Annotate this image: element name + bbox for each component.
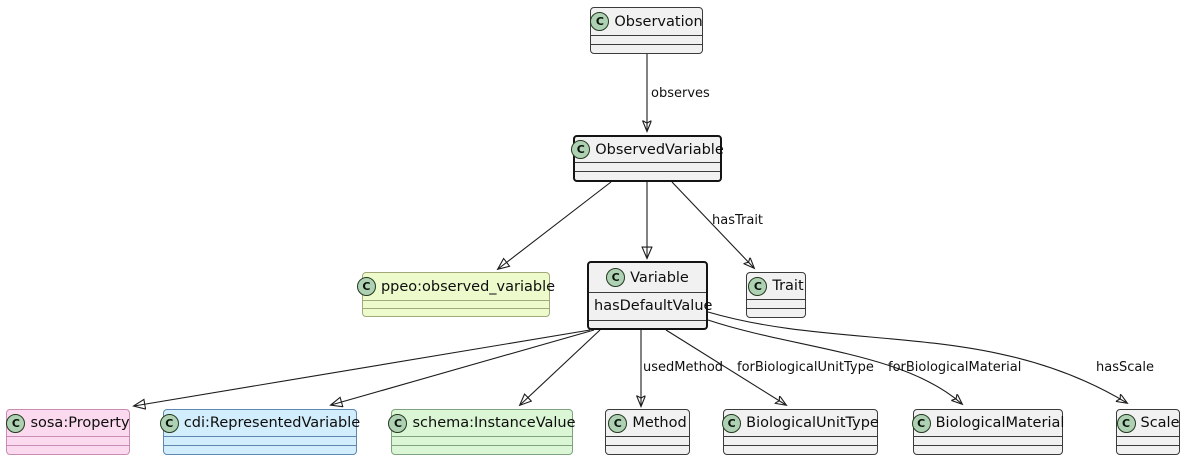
class-icon: C	[911, 413, 931, 433]
class-schema-title: C schema:InstanceValue	[388, 410, 576, 436]
class-icon: C	[571, 140, 591, 159]
class-ppeo-title: C ppeo:observed_variable	[356, 273, 555, 300]
class-schema-instancevalue[interactable]: C schema:InstanceValue	[388, 409, 576, 455]
methods-compartment	[363, 308, 549, 316]
methods-compartment	[1117, 445, 1179, 454]
edge-generalization-observedvariable-ppeo	[498, 181, 612, 269]
class-icon: C	[590, 12, 610, 31]
fields-compartment	[747, 299, 805, 308]
edge-forbiologicalunittype	[665, 329, 786, 405]
class-biologicalmaterial[interactable]: C BiologicalMaterial	[911, 409, 1065, 455]
class-observedvariable[interactable]: C ObservedVariable	[571, 135, 724, 182]
edge-label-forbiologicalmaterial: forBiologicalMaterial	[888, 360, 1022, 375]
class-observation-title: C Observation	[590, 8, 703, 35]
fields-compartment	[392, 436, 572, 445]
fields-compartment	[606, 436, 689, 445]
fields-compartment	[363, 300, 549, 308]
fields-compartment	[914, 436, 1062, 445]
fields-compartment	[164, 436, 356, 445]
class-biologicalmaterial-title: C BiologicalMaterial	[911, 410, 1065, 436]
edge-generalization-variable-schema	[520, 329, 601, 405]
edge-label-forbiologicalunittype: forBiologicalUnitType	[737, 360, 874, 375]
class-sosa-title: C sosa:Property	[6, 410, 130, 436]
fields-compartment	[591, 35, 702, 44]
methods-compartment	[392, 445, 572, 454]
class-observedvariable-label: ObservedVariable	[595, 141, 724, 158]
class-scale-title: C Scale	[1116, 410, 1180, 436]
methods-compartment	[589, 320, 706, 328]
methods-compartment	[575, 171, 720, 180]
class-sosa-label: sosa:Property	[30, 415, 130, 431]
class-icon: C	[606, 268, 626, 287]
edge-forbiologicalmaterial	[707, 319, 962, 404]
class-variable-label: Variable	[630, 269, 689, 286]
fields-compartment	[724, 436, 877, 445]
edge-label-hastrait: hasTrait	[712, 213, 764, 228]
class-cdi-title: C cdi:RepresentedVariable	[159, 410, 360, 436]
class-sosa-property[interactable]: C sosa:Property	[6, 409, 130, 455]
class-variable-title: C Variable	[589, 263, 706, 292]
edge-generalization-variable-sosa	[134, 329, 591, 406]
class-trait-label: Trait	[772, 278, 804, 294]
fields-compartment	[1117, 436, 1179, 445]
class-icon: C	[722, 413, 742, 433]
class-icon: C	[388, 413, 408, 433]
class-biologicalunittype[interactable]: C BiologicalUnitType	[722, 409, 879, 455]
methods-compartment	[724, 445, 877, 454]
class-variable[interactable]: C Variable hasDefaultValue	[587, 261, 712, 330]
class-icon: C	[356, 277, 376, 296]
edge-generalization-variable-cdi	[331, 329, 595, 405]
class-method-title: C Method	[606, 410, 689, 436]
class-icon: C	[159, 413, 179, 433]
methods-compartment	[164, 445, 356, 454]
class-trait[interactable]: C Trait	[746, 272, 806, 318]
edge-label-hasscale: hasScale	[1096, 360, 1154, 375]
class-biologicalmaterial-label: BiologicalMaterial	[935, 415, 1065, 431]
class-icon: C	[1116, 413, 1136, 433]
edge-label-observes: observes	[651, 86, 710, 101]
class-observation[interactable]: C Observation	[590, 7, 703, 54]
methods-compartment	[747, 308, 805, 317]
methods-compartment	[591, 44, 702, 53]
class-method-label: Method	[632, 415, 687, 431]
class-variable-attribute: hasDefaultValue	[589, 292, 712, 320]
methods-compartment	[7, 445, 129, 454]
class-biologicalunittype-title: C BiologicalUnitType	[722, 410, 879, 436]
methods-compartment	[606, 445, 689, 454]
class-biologicalunittype-label: BiologicalUnitType	[746, 415, 879, 431]
class-schema-label: schema:InstanceValue	[412, 415, 576, 431]
class-scale-label: Scale	[1140, 415, 1180, 431]
edge-hastrait	[671, 181, 754, 268]
methods-compartment	[914, 445, 1062, 454]
class-observedvariable-title: C ObservedVariable	[571, 137, 724, 162]
class-icon: C	[748, 276, 768, 296]
class-trait-title: C Trait	[747, 273, 805, 299]
class-ppeo-observed-variable[interactable]: C ppeo:observed_variable	[356, 272, 555, 317]
class-observation-label: Observation	[614, 13, 703, 30]
class-scale[interactable]: C Scale	[1116, 409, 1180, 455]
fields-compartment	[7, 436, 129, 445]
edge-hasscale	[707, 311, 1127, 403]
edge-label-usedmethod: usedMethod	[643, 360, 724, 375]
class-ppeo-label: ppeo:observed_variable	[380, 278, 556, 295]
class-cdi-label: cdi:RepresentedVariable	[183, 415, 361, 431]
class-icon: C	[608, 413, 628, 433]
class-icon: C	[6, 413, 26, 433]
class-cdi-representedvariable[interactable]: C cdi:RepresentedVariable	[159, 409, 360, 455]
class-method[interactable]: C Method	[605, 409, 690, 455]
fields-compartment	[575, 162, 720, 171]
